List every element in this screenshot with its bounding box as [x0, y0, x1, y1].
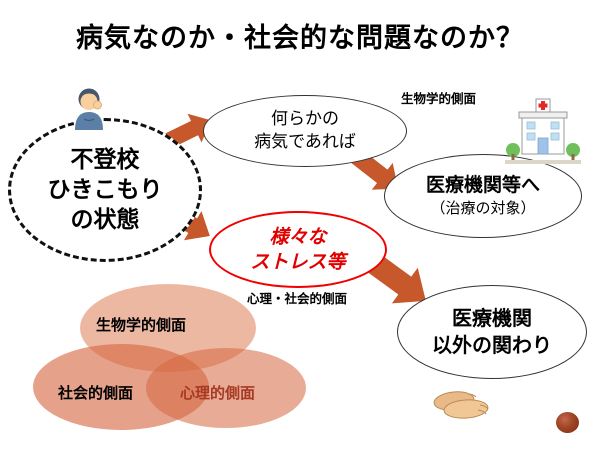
- venn-social-label: 社会的側面: [58, 384, 134, 402]
- caring-hands-icon: [433, 391, 489, 419]
- venn-psychological-ellipse: [146, 348, 306, 428]
- stress-line-1: 様々な: [269, 225, 327, 248]
- state-oval: 不登校 ひきこもり の状態: [8, 118, 202, 262]
- biological-aspect-label: 生物学的側面: [401, 91, 477, 106]
- medical-line-1: 医療機関等へ: [425, 174, 540, 196]
- state-line-1: 不登校: [70, 147, 140, 173]
- medical-institution-oval: 医療機関等へ （治療の対象）: [384, 154, 582, 238]
- venn-psychological-label: 心理的側面: [180, 384, 256, 402]
- stress-line-2: ストレス等: [250, 250, 346, 273]
- non-medical-line-1: 医療機関: [452, 306, 532, 330]
- hospital-icon: [505, 98, 581, 164]
- worried-person-icon: [75, 88, 103, 130]
- corner-dot-shape: [556, 412, 579, 433]
- illness-oval: 何らかの 病気であれば: [203, 95, 407, 167]
- illness-line-1: 何らかの: [271, 109, 339, 129]
- medical-line-2: （治療の対象）: [430, 199, 536, 217]
- psycho-social-aspect-label: 心理・社会的側面: [247, 291, 348, 306]
- illness-line-2: 病気であれば: [254, 132, 356, 152]
- state-line-2: ひきこもり: [47, 177, 163, 203]
- state-line-3: の状態: [70, 207, 140, 233]
- venn-biological-label: 生物学的側面: [96, 316, 187, 334]
- slide-title: 病気なのか・社会的な問題なのか？: [76, 23, 524, 54]
- non-medical-line-2: 以外の関わり: [432, 333, 552, 357]
- stress-oval: 様々な ストレス等: [209, 211, 387, 288]
- non-medical-oval: 医療機関 以外の関わり: [397, 285, 587, 379]
